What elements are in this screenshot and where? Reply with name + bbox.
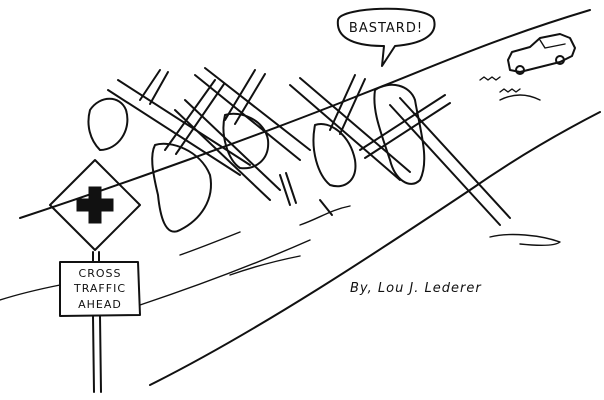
road-sign-line-2: TRAFFIC [73, 282, 126, 295]
speech-bubble-text: BASTARD! [349, 21, 423, 36]
road-sign-line-1: CROSS [79, 267, 122, 280]
speech-bubble: BASTARD! [336, 7, 436, 67]
road-sign-line-3: AHEAD [78, 298, 122, 311]
cross-plus-icon [76, 186, 114, 224]
road [0, 9, 601, 386]
car-icon [507, 33, 576, 75]
cross-bearers [87, 67, 511, 233]
motion-lines [479, 76, 541, 101]
road-sign: CROSS TRAFFIC AHEAD [49, 159, 141, 393]
artist-signature: By, Lou J. Lederer [350, 281, 482, 296]
